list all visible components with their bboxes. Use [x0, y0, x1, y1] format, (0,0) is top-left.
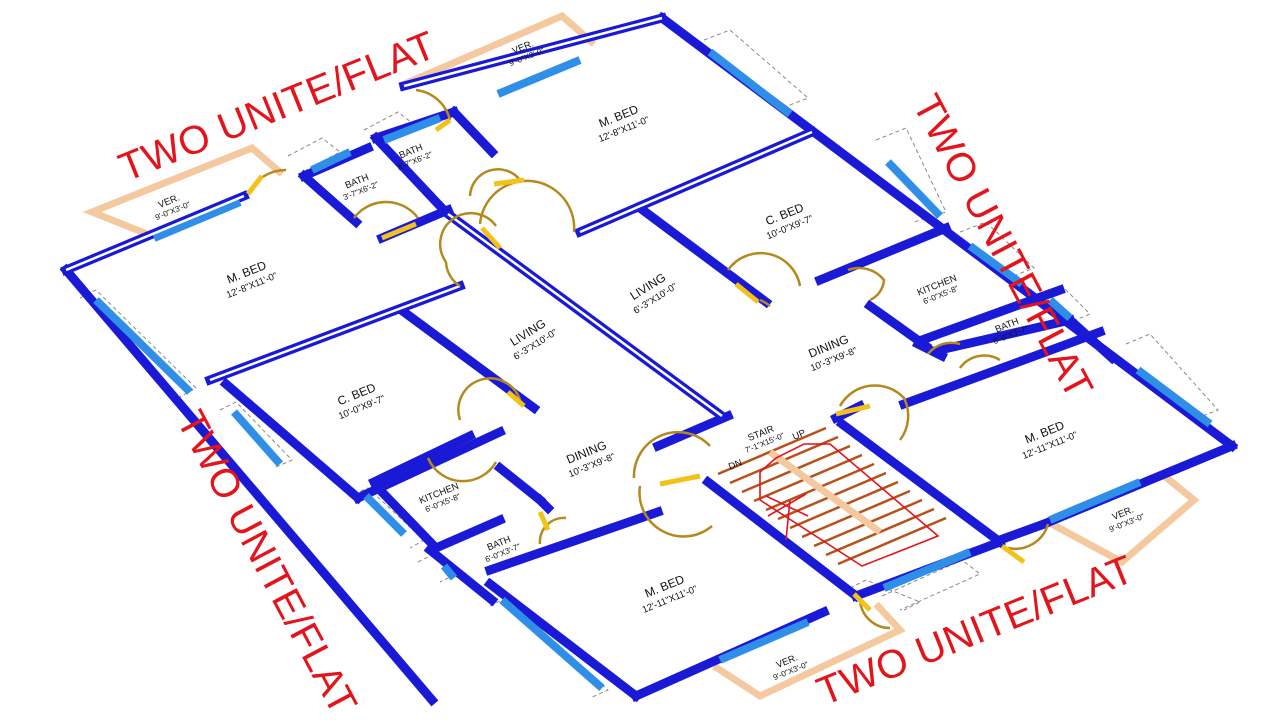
label-dining-left: DINING 10'-3"X9'-8": [564, 438, 617, 480]
label-mbed-bottom: M. BED 12'-11"X11'-0": [641, 572, 699, 616]
label-stair-dn: DN: [727, 457, 744, 472]
label-mbed-left: M. BED 12'-8"X11'-0": [225, 258, 279, 301]
walls-right-unit: [398, 11, 1239, 603]
label-kitchen-right: KITCHEN 6'-0"X5'-8": [916, 273, 960, 306]
label-living-top: LIVING 6'-3"X10'-0": [627, 270, 679, 316]
label-kitchen-left: KITCHEN 6'-0"X5'-8": [418, 481, 462, 514]
verandah-left: [82, 143, 285, 240]
label-living-left: LIVING 6'-3"X10'-0": [507, 316, 559, 362]
label-stair: STAIR 7'-1"X15'-0": [744, 423, 786, 455]
caption-bottom-right: TWO UNITE/FLAT: [811, 547, 1140, 714]
caption-top-left: TWO UNITE/FLAT: [113, 23, 442, 190]
staircase: [717, 426, 947, 567]
wall-core-lines: [65, 16, 813, 418]
doors: [246, 88, 1050, 630]
verandah-right: [1046, 471, 1200, 567]
windows: [93, 48, 1213, 692]
label-mbed-right: M. BED 12'-11"X11'-0": [1021, 418, 1079, 462]
label-cbed-left: C. BED 10'-0"X9'-7": [335, 380, 387, 422]
label-cbed-right: C. BED 10'-0"X9'-7": [763, 200, 815, 242]
label-mbed-top: M. BED 12'-8"X11'-0": [597, 102, 651, 145]
label-dining-right: DINING 10'-3"X9'-8": [806, 332, 859, 374]
label-stair-up: UP: [791, 428, 807, 443]
caption-top-right: TWO UNITE/FLAT: [904, 88, 1101, 407]
label-bath-top-left: BATH 3'-7"X6'-2": [342, 172, 380, 202]
verandah-bottom: [712, 601, 906, 700]
label-ver-right: VER. 9'-0"X3'-0": [1108, 504, 1146, 534]
room-labels: VER. 9'-0"X3'-0" M. BED 12'-8"X11'-0" BA…: [154, 38, 1146, 682]
